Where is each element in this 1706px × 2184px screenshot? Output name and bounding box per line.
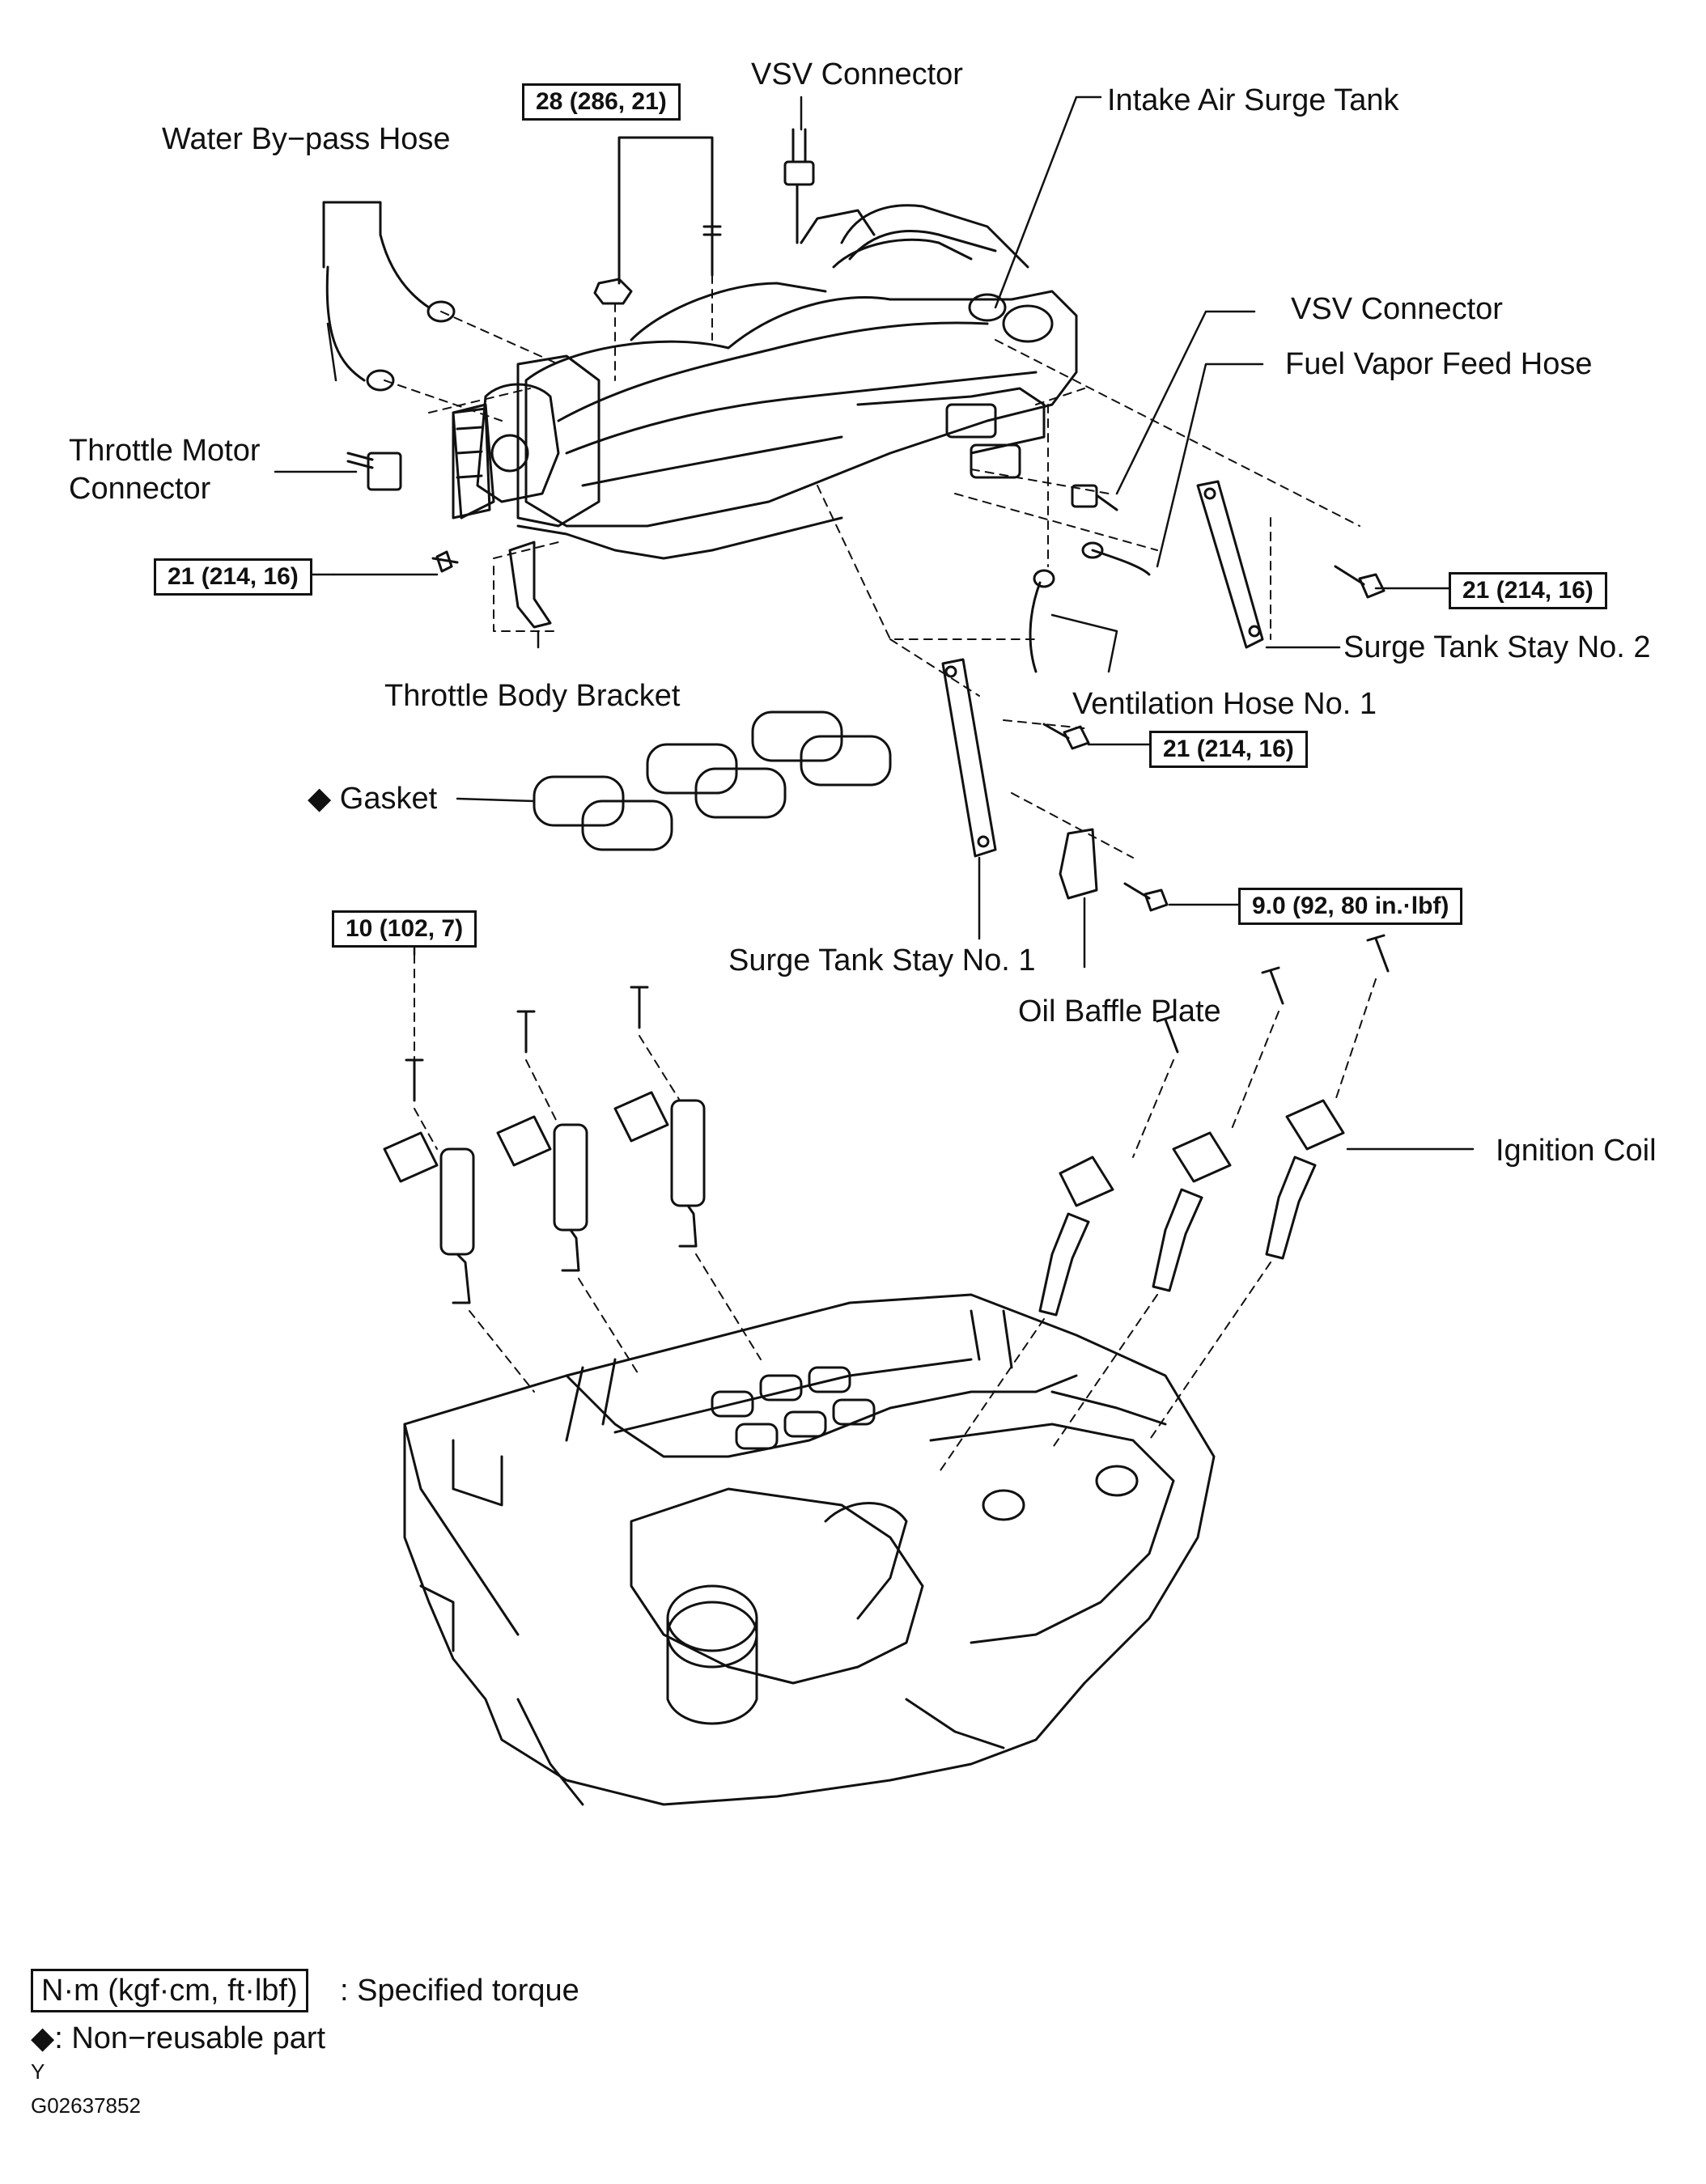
gasket <box>533 710 892 851</box>
surge-tank-stay-no2-label: Surge Tank Stay No. 2 <box>1343 630 1651 664</box>
ignition-coil-label: Ignition Coil <box>1496 1134 1657 1168</box>
oil-baffle-bolt <box>1123 882 1169 912</box>
throttle-motor-connector-label-1: Throttle Motor <box>69 434 261 468</box>
ventilation-hose-no1 <box>1029 569 1055 673</box>
stay-no1-bolt <box>1042 723 1090 750</box>
intake-air-surge-tank-label: Intake Air Surge Tank <box>1107 83 1399 117</box>
intake-air-surge-tank <box>452 204 1078 560</box>
torque-oil-baffle-bolt: 9.0 (92, 80 in.·lbf) <box>1238 888 1463 925</box>
surge-tank-stay-no1 <box>941 658 997 858</box>
vsv-top <box>783 128 815 244</box>
throttle-body <box>452 407 491 519</box>
vsv-right <box>1071 484 1151 576</box>
stay-no2-bolt <box>1334 565 1386 599</box>
ventilation-hose-no1-label: Ventilation Hose No. 1 <box>1072 687 1377 721</box>
torque-throttle-bracket-bolt: 21 (214, 16) <box>154 558 312 596</box>
water-bypass-hose-label: Water By−pass Hose <box>162 122 451 156</box>
torque-stay-no1-bolt: 21 (214, 16) <box>1149 731 1308 768</box>
fuel-vapor-feed-hose-label: Fuel Vapor Feed Hose <box>1285 347 1593 381</box>
nonreusable-legend: ◆: Non−reusable part <box>31 2021 326 2055</box>
throttle-body-bracket <box>508 541 552 629</box>
vsv-connector-right-label: VSV Connector <box>1291 292 1503 326</box>
torque-ignition-coil-bolt: 10 (102, 7) <box>332 910 477 948</box>
alignment-lines-upper <box>384 274 1360 859</box>
vsv-connector-top-label: VSV Connector <box>751 57 963 91</box>
figure-id: G02637852 <box>31 2093 141 2118</box>
throttle-body-bracket-label: Throttle Body Bracket <box>384 679 681 713</box>
leader-lines <box>274 95 1475 1151</box>
bracket-bolt <box>431 550 459 573</box>
surge-tank-stay-no1-label: Surge Tank Stay No. 1 <box>728 944 1036 977</box>
torque-manifold-bolt: 28 (286, 21) <box>522 83 681 121</box>
manifold-bolts <box>593 136 722 305</box>
gasket-label: ◆ Gasket <box>308 782 438 816</box>
surge-tank-stay-no2 <box>1196 480 1264 649</box>
throttle-motor-connector-label-2: Connector <box>69 472 211 506</box>
throttle-motor-connector <box>346 452 402 491</box>
engine-block <box>403 1293 1216 1806</box>
y-mark: Y <box>31 2059 45 2084</box>
torque-unit-box: N·m (kgf·cm, ft·lbf) <box>31 1969 308 2012</box>
water-bypass-hose <box>322 201 456 392</box>
torque-stay-no2-bolt: 21 (214, 16) <box>1449 572 1607 609</box>
ignition-coils <box>383 934 1390 1317</box>
oil-baffle-plate <box>1059 828 1098 900</box>
torque-unit-description: : Specified torque <box>340 1974 579 2008</box>
oil-baffle-plate-label: Oil Baffle Plate <box>1018 994 1221 1028</box>
alignment-lines-coils <box>414 954 1377 1474</box>
